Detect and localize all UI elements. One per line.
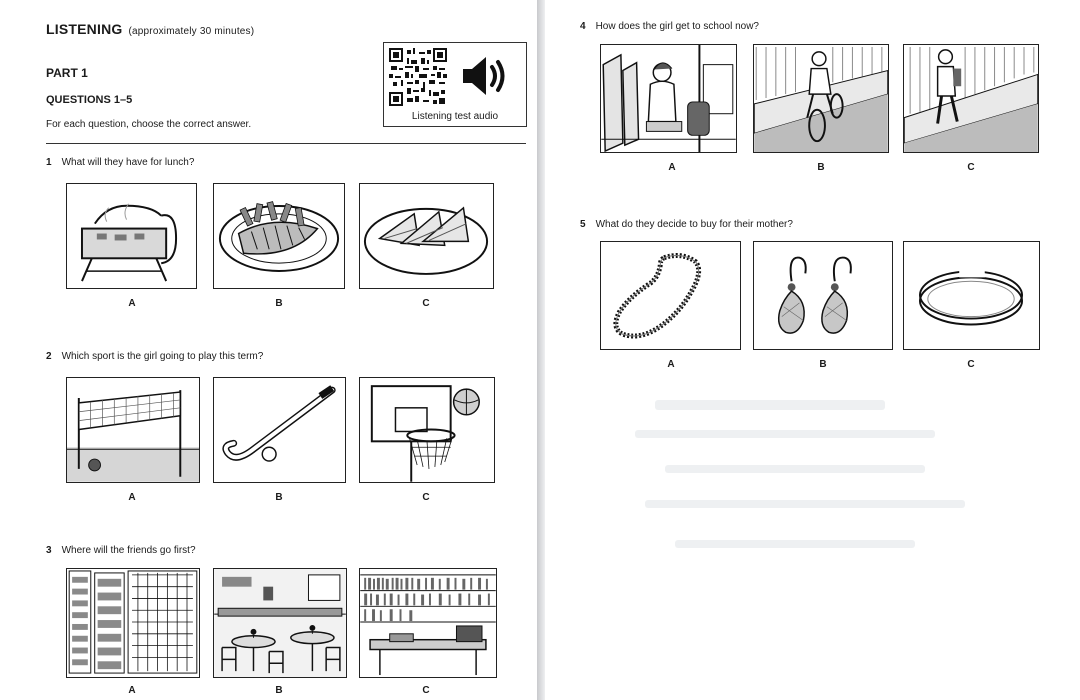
q1-letter-b: B bbox=[275, 298, 283, 309]
question-3: 3 Where will the friends go first? bbox=[46, 545, 196, 556]
question-number: 1 bbox=[46, 157, 52, 168]
q1-letter-c: C bbox=[422, 298, 430, 309]
question-text: What do they decide to buy for their mot… bbox=[595, 219, 793, 230]
show-through-line bbox=[635, 430, 935, 438]
q3-letter-a: A bbox=[128, 685, 136, 696]
q1-letter-a: A bbox=[128, 298, 136, 309]
q3-option-a-shop[interactable] bbox=[66, 568, 200, 678]
q2-option-a-volleyball[interactable] bbox=[66, 377, 200, 483]
question-1: 1 What will they have for lunch? bbox=[46, 157, 194, 168]
question-number: 3 bbox=[46, 545, 52, 556]
question-text: How does the girl get to school now? bbox=[595, 21, 759, 32]
audio-label: Listening test audio bbox=[411, 111, 499, 122]
q4-letter-b: B bbox=[817, 162, 825, 173]
q2-letter-b: B bbox=[275, 492, 283, 503]
q4-option-a-bus[interactable] bbox=[600, 44, 737, 153]
qr-code-icon[interactable] bbox=[389, 48, 447, 106]
show-through-line bbox=[655, 400, 885, 410]
show-through-line bbox=[645, 500, 965, 508]
q4-letter-c: C bbox=[967, 162, 975, 173]
listening-heading: LISTENING bbox=[46, 21, 123, 37]
divider bbox=[46, 143, 526, 144]
show-through-line bbox=[675, 540, 915, 548]
q5-option-a-necklace[interactable] bbox=[600, 241, 741, 350]
section-title: LISTENING (approximately 30 minutes) bbox=[46, 21, 254, 37]
question-5: 5 What do they decide to buy for their mo… bbox=[580, 219, 793, 230]
q2-letter-c: C bbox=[422, 492, 430, 503]
audio-box[interactable]: Listening test audio bbox=[383, 42, 527, 127]
page-gutter bbox=[537, 0, 545, 700]
question-text: Which sport is the girl going to play th… bbox=[61, 351, 264, 362]
duration-note: (approximately 30 minutes) bbox=[128, 26, 255, 37]
left-page: LISTENING(approximately 30 minutes) L bbox=[0, 0, 537, 700]
questions-heading: QUESTIONS 1–5 bbox=[46, 94, 133, 106]
right-page: 4 How does the girl get to school now? bbox=[545, 0, 1080, 700]
show-through-line bbox=[665, 465, 925, 473]
q2-option-b-hockey[interactable] bbox=[213, 377, 346, 483]
q2-option-c-basketball[interactable] bbox=[359, 377, 495, 483]
q4-letter-a: A bbox=[668, 162, 676, 173]
question-number: 2 bbox=[46, 351, 52, 362]
q3-option-b-cafe[interactable] bbox=[213, 568, 347, 678]
question-2: 2 Which sport is the girl going to play t… bbox=[46, 351, 263, 362]
q3-letter-b: B bbox=[275, 685, 283, 696]
q4-option-b-bicycle[interactable] bbox=[753, 44, 889, 153]
question-4: 4 How does the girl get to school now? bbox=[580, 21, 759, 32]
part-heading: PART 1 bbox=[46, 66, 88, 80]
q5-letter-a: A bbox=[667, 359, 675, 370]
q5-letter-b: B bbox=[819, 359, 827, 370]
question-number: 5 bbox=[580, 219, 586, 230]
question-number: 4 bbox=[580, 21, 586, 32]
q1-option-b-fish-and-chips[interactable] bbox=[213, 183, 345, 289]
q3-letter-c: C bbox=[422, 685, 430, 696]
q1-option-c-sandwiches[interactable] bbox=[359, 183, 494, 289]
q5-option-c-bracelet[interactable] bbox=[903, 241, 1040, 350]
instruction-text: For each question, choose the correct an… bbox=[46, 119, 252, 130]
speaker-icon[interactable] bbox=[460, 53, 512, 99]
q5-letter-c: C bbox=[967, 359, 975, 370]
q4-option-c-walking[interactable] bbox=[903, 44, 1039, 153]
q2-letter-a: A bbox=[128, 492, 136, 503]
q5-option-b-earrings[interactable] bbox=[753, 241, 893, 350]
q3-option-c-library[interactable] bbox=[359, 568, 497, 678]
q1-option-a-barbecue[interactable] bbox=[66, 183, 197, 289]
question-text: What will they have for lunch? bbox=[61, 157, 195, 168]
question-text: Where will the friends go first? bbox=[61, 545, 196, 556]
